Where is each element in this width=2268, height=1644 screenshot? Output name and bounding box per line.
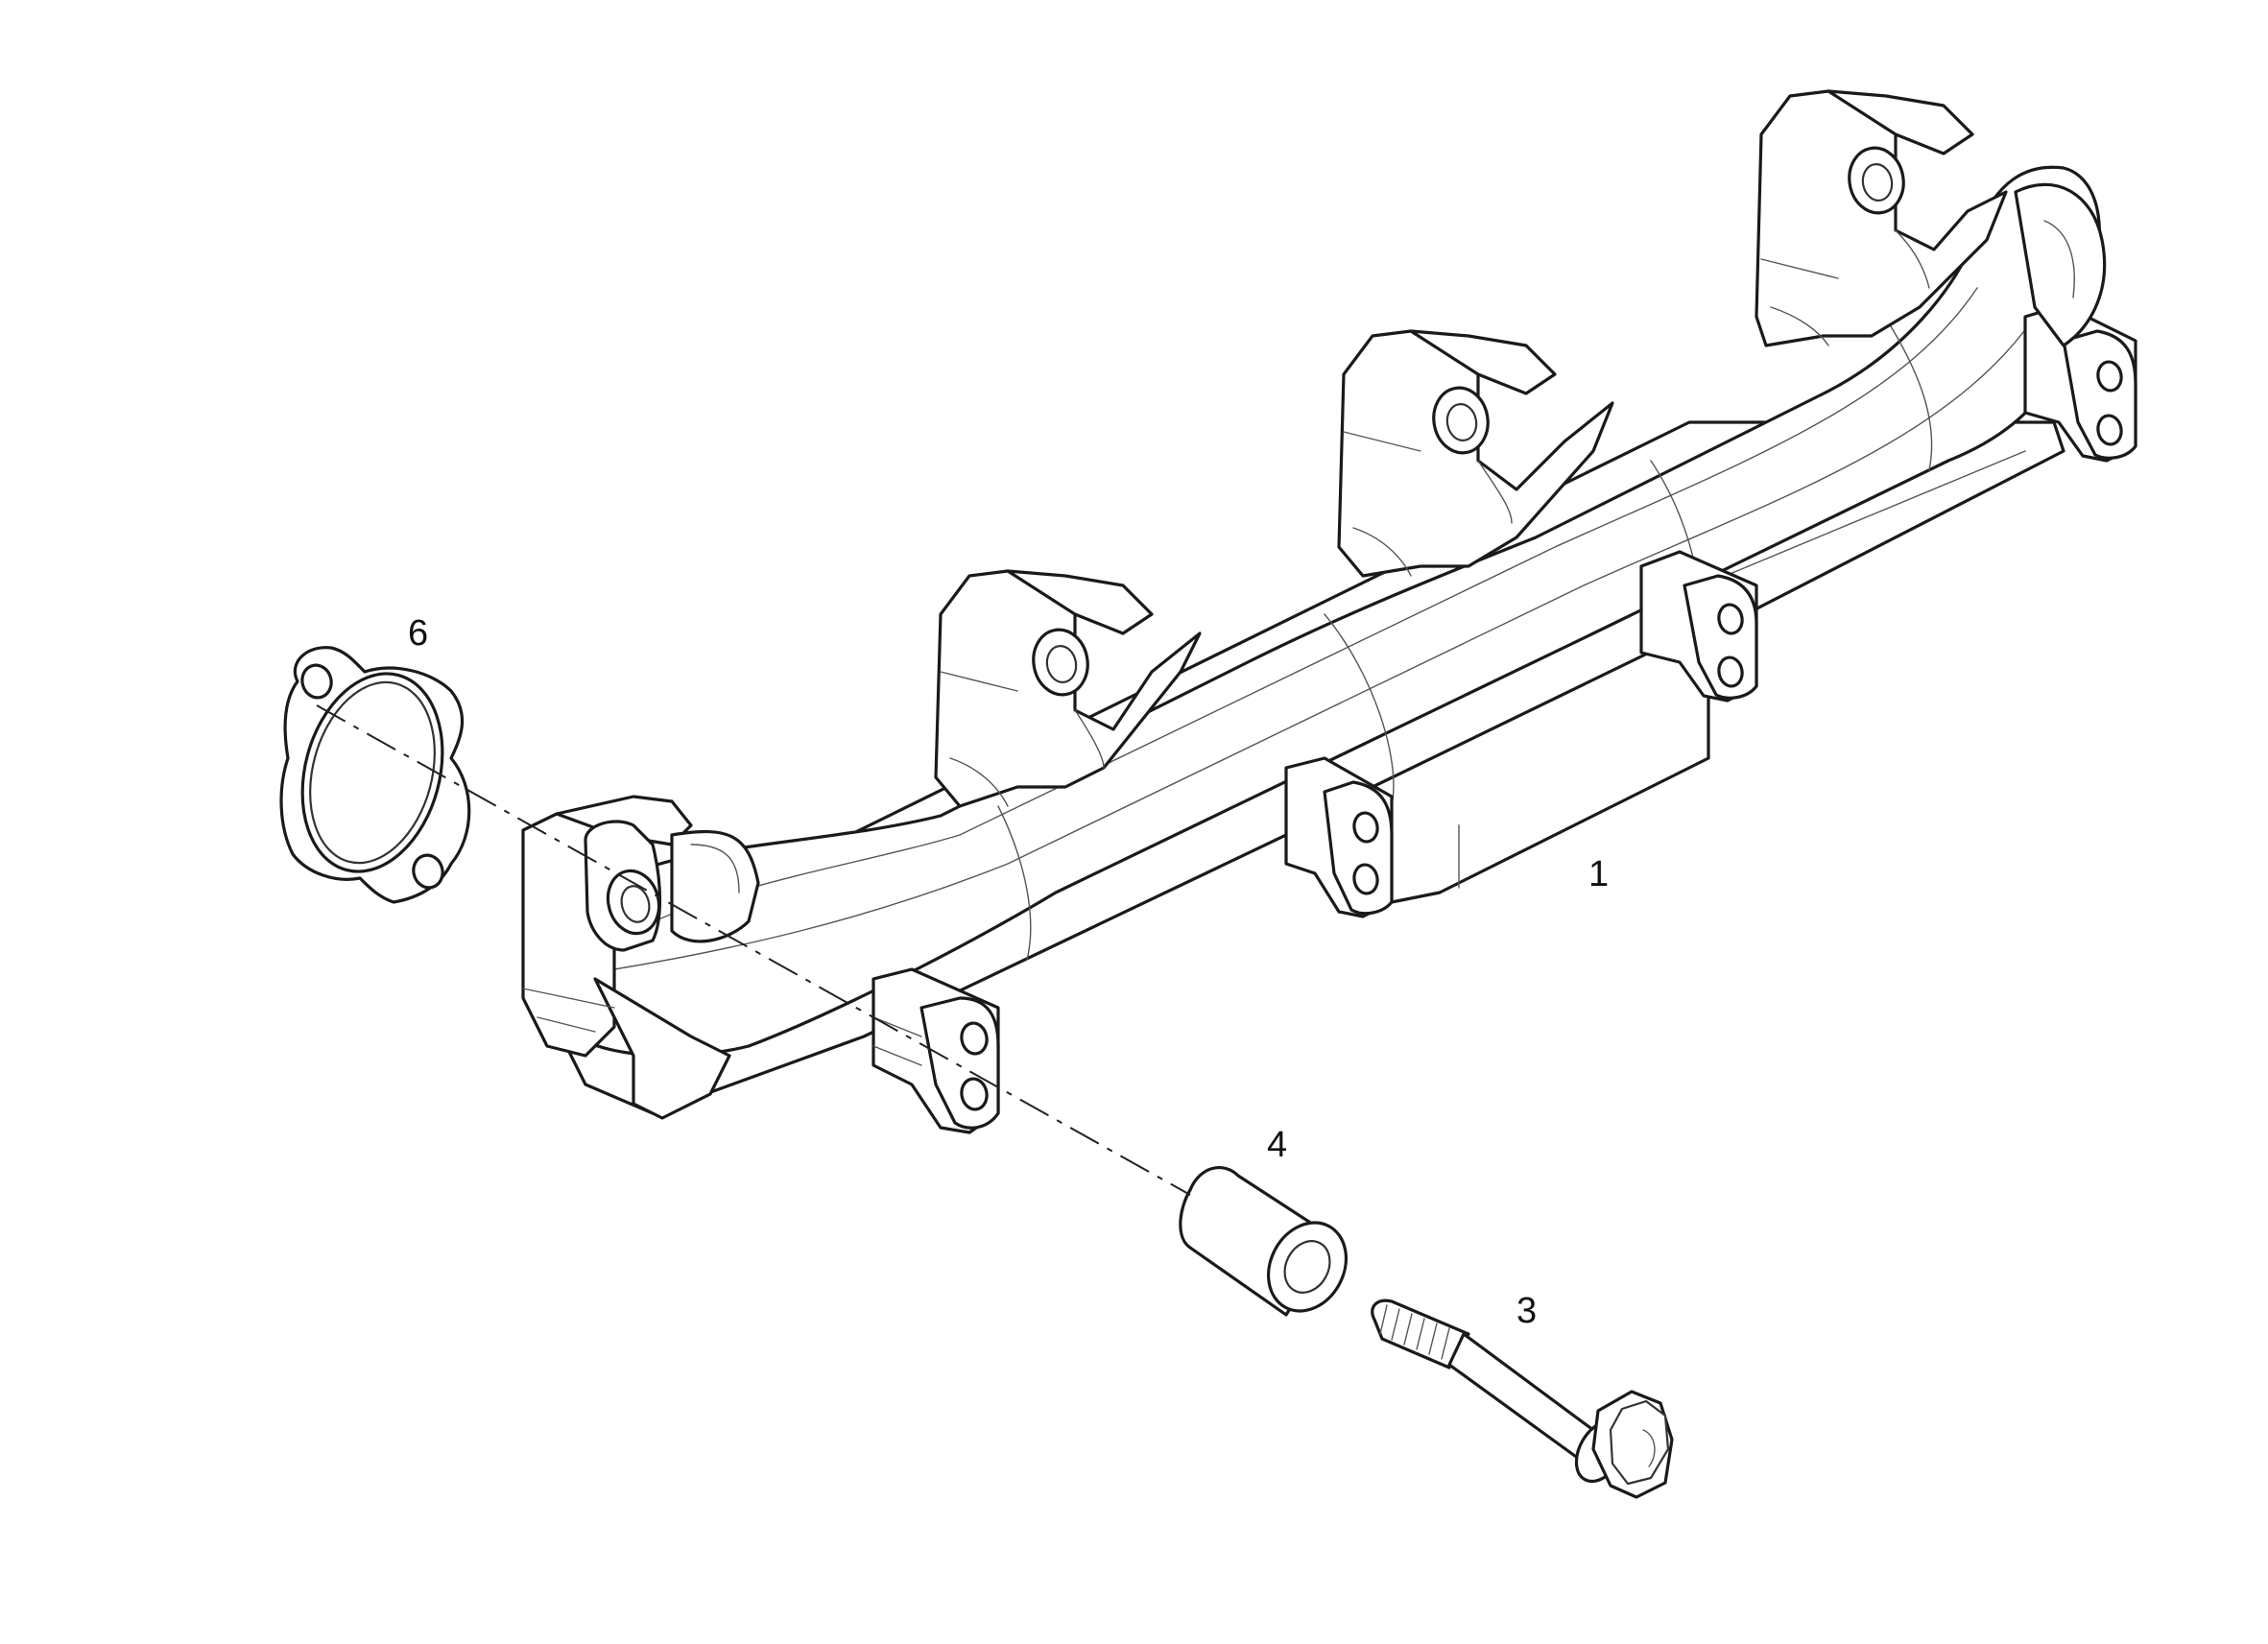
assembly-axis-line (316, 704, 1191, 1196)
callout-6: 6 (408, 613, 428, 654)
exhaust-manifold[interactable] (521, 89, 2137, 1134)
flange-bolt[interactable] (1371, 1299, 1674, 1499)
spacer-sleeve[interactable] (1179, 1166, 1361, 1325)
flange-gasket[interactable] (279, 646, 471, 904)
callout-4: 4 (1267, 1125, 1287, 1165)
callout-1: 1 (1588, 854, 1609, 894)
callout-3: 3 (1516, 1291, 1537, 1331)
